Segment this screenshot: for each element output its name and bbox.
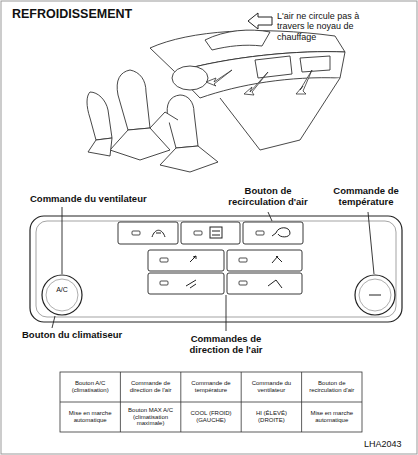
callout-label: Commande de température xyxy=(326,186,406,208)
airflow-arrow-symbol xyxy=(248,13,272,29)
callout-label: Commandes de direction de l'air xyxy=(176,334,276,356)
note: L'air ne circule pas à travers le noyau … xyxy=(277,11,377,42)
table-cell: Bouton de recirculation d'air xyxy=(303,373,361,401)
table-cell: HI (ÉLEVÉ) (DROITE) xyxy=(242,403,300,431)
table-cell: COOL (FROID) (GAUCHE) xyxy=(182,403,240,431)
table-cell: Mise en marche automatique xyxy=(61,403,119,431)
table-cell: Bouton A/C (climatisation) xyxy=(61,373,119,401)
interior-illustration xyxy=(87,30,345,172)
knob-label: A/C xyxy=(50,286,74,294)
table-grid xyxy=(60,372,362,432)
table-cell: Commande de direction de l'air xyxy=(121,373,179,401)
callout-label: Bouton du climatiseur xyxy=(22,330,162,341)
leader-lines xyxy=(52,207,374,331)
table-cell: Commande de température xyxy=(182,373,240,401)
callout-label: Bouton de recirculation d'air xyxy=(222,186,314,208)
table-cell: Commande du ventilateur xyxy=(242,373,300,401)
title: REFROIDISSEMENT xyxy=(12,7,132,21)
figure-code: LHA2043 xyxy=(364,439,414,449)
callout-label: Commande du ventilateur xyxy=(30,194,170,205)
table-cell: Mise en marche automatique xyxy=(303,403,361,431)
table-cell: Bouton MAX A/C (climatisation maximale) xyxy=(121,403,179,431)
airflow-arrows xyxy=(206,70,312,95)
control-panel xyxy=(30,216,402,322)
